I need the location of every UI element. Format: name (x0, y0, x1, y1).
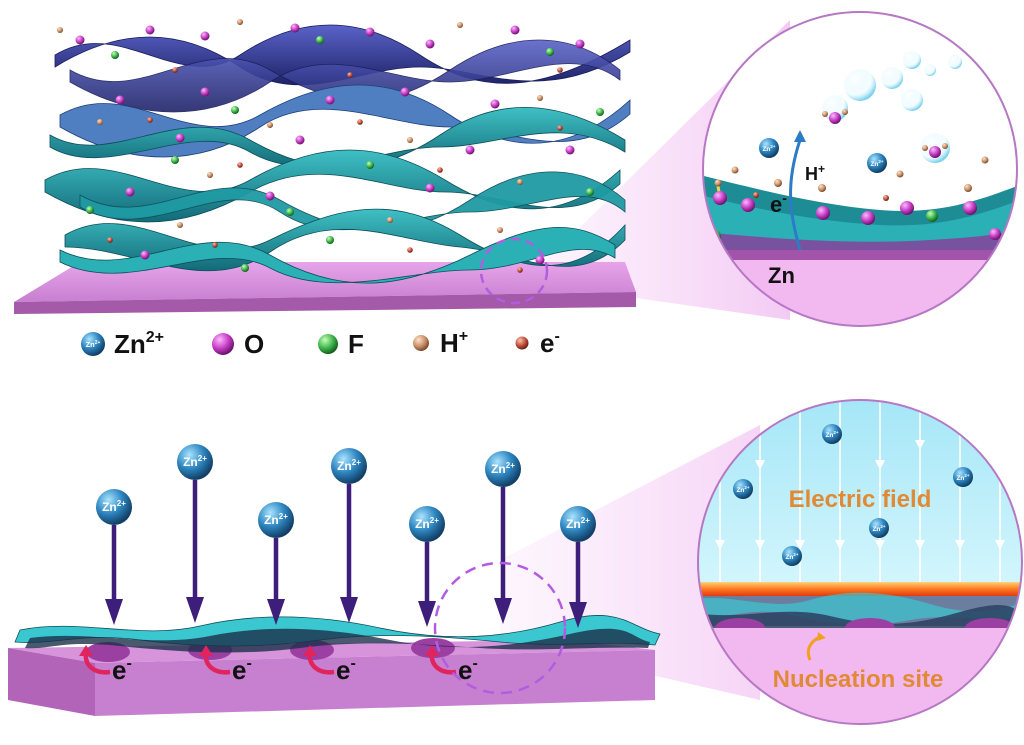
zn-ion-arrow: Zn2+ (331, 448, 367, 623)
zn-ion (258, 502, 294, 538)
bottom-substrate (8, 638, 655, 716)
zn-ion-arrow: Zn2+ (96, 489, 132, 625)
svg-text:e-: e- (540, 328, 560, 358)
zoom-bottom-zn-ions: Zn2+ Zn2+ Zn2+ Zn2+ Zn2+ (733, 424, 973, 566)
svg-text:O: O (244, 329, 264, 359)
svg-text:Zn2+: Zn2+ (762, 144, 775, 153)
electron-transfer-mark: e- (303, 645, 356, 685)
zn-ion-arrow: Zn2+ (560, 506, 596, 628)
electron-label: e- (112, 655, 132, 685)
nucleation-site-label: Nucleation site (773, 666, 944, 693)
zn-ion-label: Zn2+ (183, 454, 207, 469)
zn-ion-label: Zn2+ (102, 499, 126, 514)
svg-text:F: F (348, 329, 364, 359)
zn-ion-label: Zn2+ (491, 461, 515, 476)
zoom-metal-label: Zn (768, 263, 795, 288)
flux-arrow-head (105, 599, 123, 625)
electron-transfer-mark: e- (199, 645, 252, 685)
zn-ion (331, 448, 367, 484)
zn-ion (560, 506, 596, 542)
bottom-ion-flux: Zn2+ Zn2+ Zn2+ Zn2+ Zn2+ Zn2+ Zn2+ (96, 444, 596, 628)
electron-transfer-mark: e- (425, 645, 478, 685)
legend-item-f: F (318, 329, 364, 359)
electron-transfer-mark: e- (79, 645, 132, 685)
proton-arrow (789, 139, 802, 251)
f-atoms (86, 36, 604, 272)
zn-ion (485, 451, 521, 487)
scattered-species (57, 19, 604, 273)
zn-ion-arrow: Zn2+ (258, 502, 294, 625)
svg-text:Zn2+: Zn2+ (870, 159, 883, 168)
zn-ion-arrow: Zn2+ (485, 451, 521, 624)
interface-glow (698, 582, 1022, 596)
zn-ion-arrow: Zn2+ (177, 444, 213, 623)
legend-item-zn: Zn2+ Zn2+ (81, 329, 164, 359)
electron-arrow-head (199, 645, 213, 656)
svg-text:H+: H+ (440, 328, 468, 358)
bottom-zoom-view: Zn2+ Zn2+ Zn2+ Zn2+ Zn2+ (697, 399, 1023, 725)
flux-arrow-head (569, 602, 587, 628)
electron-label: e- (232, 655, 252, 685)
h-atoms (57, 19, 543, 233)
bottom-zoom-selection (433, 561, 567, 695)
legend: Zn2+ Zn2+ O F H+ e- (81, 328, 560, 359)
bottom-ribbon-layer (14, 615, 661, 653)
ribbon-stack (44, 24, 631, 284)
zn-ion-label: Zn2+ (337, 458, 361, 473)
flux-arrow-head (494, 598, 512, 624)
svg-text:Zn2+: Zn2+ (114, 329, 164, 359)
zoom-surface-groups (709, 156, 1001, 242)
top-zoom-selection (479, 237, 549, 305)
bottom-panel: Zn2+ Zn2+ Zn2+ Zn2+ Zn2+ Zn2+ Zn2+ e-e-e-e- (8, 399, 1023, 725)
e-atoms (107, 67, 563, 273)
flux-arrow-head (267, 599, 285, 625)
zoom-proton-label: H+ (805, 162, 825, 184)
svg-text:Zn2+: Zn2+ (825, 430, 838, 439)
zn-ion-label: Zn2+ (566, 516, 590, 531)
flux-arrow-head (340, 597, 358, 623)
electron-arrow-head (79, 645, 93, 656)
zn-ion (409, 506, 445, 542)
svg-text:Zn2+: Zn2+ (785, 552, 798, 561)
flux-arrow-head (418, 601, 436, 627)
svg-text:Zn2+: Zn2+ (956, 473, 969, 482)
zoom-zn-ions: Zn2+ Zn2+ (759, 138, 887, 173)
o-atoms (75, 23, 585, 265)
flux-arrow-head (186, 597, 204, 623)
zn-ion (177, 444, 213, 480)
zoom-electron-label: e- (770, 190, 787, 217)
electric-field-label: Electric field (789, 486, 932, 513)
zn-ion-label: Zn2+ (415, 516, 439, 531)
bottom-electron-transfer: e-e-e-e- (79, 645, 478, 685)
top-panel: Zn2+ Zn2+ H+ e- Zn (14, 11, 1018, 327)
zn-ion-label: Zn2+ (264, 512, 288, 527)
gas-bubbles (822, 51, 962, 163)
svg-text:Zn2+: Zn2+ (736, 485, 749, 494)
zn-ion (96, 489, 132, 525)
zn-ion-arrow: Zn2+ (409, 506, 445, 627)
electron-label: e- (336, 655, 356, 685)
svg-text:Zn2+: Zn2+ (872, 524, 885, 533)
legend-item-o: O (212, 329, 264, 359)
electron-arrow-head (303, 645, 317, 656)
svg-text:Zn2+: Zn2+ (86, 340, 101, 349)
electron-label: e- (458, 655, 478, 685)
legend-item-h: H+ (413, 328, 468, 358)
electron-arrow-head (425, 645, 439, 656)
legend-item-e: e- (515, 328, 560, 358)
